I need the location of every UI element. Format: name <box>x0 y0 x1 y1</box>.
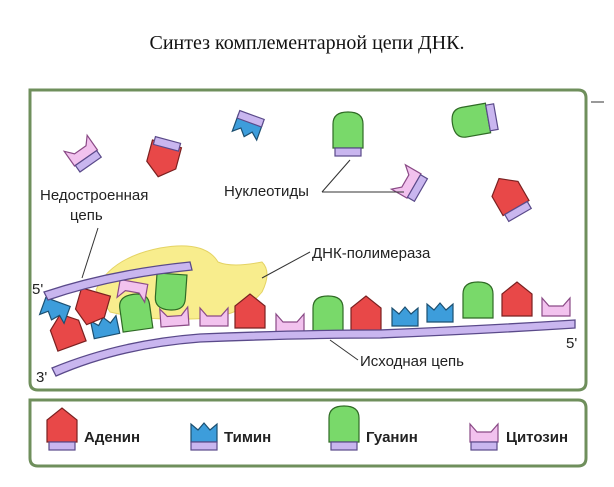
label-unfinished-strand-2: цепь <box>70 207 103 224</box>
label-nucleotides: Нуклеотиды <box>224 183 309 200</box>
page-title: Синтез комплементарной цепи ДНК. <box>149 32 465 54</box>
thymine-icon <box>190 422 218 451</box>
diagram-frame <box>28 88 604 392</box>
legend-adenine-label: Аденин <box>84 429 140 446</box>
label-template-strand: Исходная цепь <box>360 353 464 370</box>
legend: Аденин Тимин Гуанин Цитозин <box>28 398 588 468</box>
template-backbone <box>51 319 576 377</box>
legend-guanine-label: Гуанин <box>366 429 418 446</box>
legend-thymine: Тимин <box>190 422 271 451</box>
legend-guanine: Гуанин <box>328 405 418 451</box>
label-unfinished-strand-1: Недостроенная <box>40 187 148 204</box>
legend-thymine-label: Тимин <box>224 429 271 446</box>
label-polymerase: ДНК-полимераза <box>312 245 431 262</box>
legend-cytosine-label: Цитозин <box>506 429 568 446</box>
legend-adenine: Аденин <box>46 407 140 451</box>
new-strand-backbone <box>43 261 193 301</box>
guanine-icon <box>328 405 360 451</box>
label-5-prime-right: 5' <box>566 335 577 352</box>
free-guanine-1 <box>332 111 364 157</box>
label-3-prime-left: 3' <box>36 369 47 386</box>
legend-cytosine: Цитозин <box>469 423 568 451</box>
label-5-prime-left: 5' <box>32 281 43 298</box>
